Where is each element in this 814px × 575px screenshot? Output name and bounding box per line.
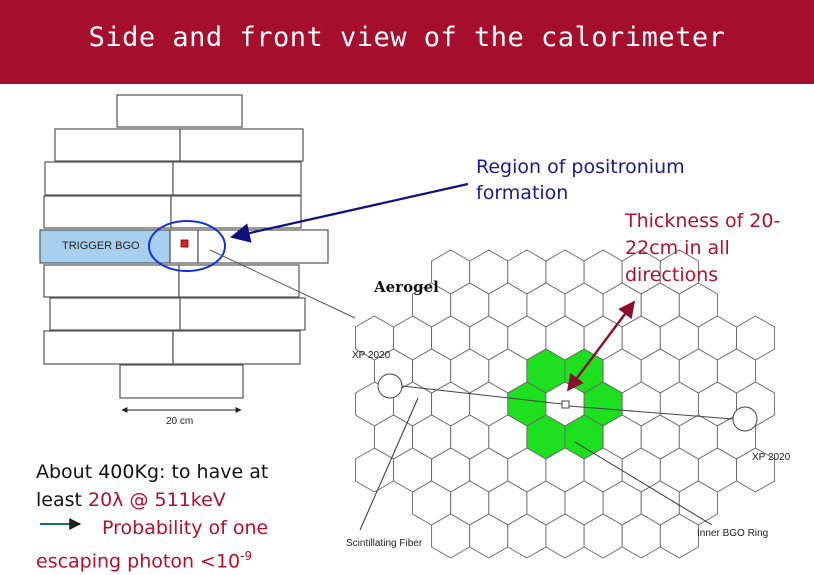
trigger-bgo-label: TRIGGER BGO <box>62 240 140 252</box>
aerogel-label: Aerogel <box>374 278 439 296</box>
thickness-annotation: Thickness of 20- 22cm in all directions <box>625 208 780 289</box>
fiber-line-right <box>568 405 734 420</box>
side-block <box>44 161 174 196</box>
thickness-line-3: directions <box>625 264 719 286</box>
least-prefix: least <box>36 489 88 511</box>
dimension-label: 20 cm <box>166 416 194 427</box>
positronium-region-circle <box>148 220 226 272</box>
projection-line <box>209 249 356 319</box>
fiber-pointer <box>359 397 419 531</box>
side-block <box>116 94 243 128</box>
notes: About 400Kg: to have at least 20λ @ 511k… <box>36 458 268 575</box>
mass-line: About 400Kg: to have at <box>36 461 269 483</box>
side-block <box>119 364 244 399</box>
inner-ring-pointer <box>574 441 713 526</box>
fiber-line-left <box>401 385 563 405</box>
side-block <box>172 161 302 196</box>
pmt-left-label: XP 2020 <box>352 350 391 361</box>
scintillator-hexagon <box>736 447 776 493</box>
fiber-label: Scintillating Fiber <box>346 538 423 549</box>
side-block <box>43 264 180 298</box>
side-block <box>49 297 181 331</box>
positronium-arrow <box>230 182 469 243</box>
probability-line: Probability of one <box>36 514 268 542</box>
escape-exponent: -9 <box>240 549 253 563</box>
side-block <box>43 330 174 365</box>
source-marker-front <box>561 400 570 409</box>
escape-text: escaping photon <10 <box>36 550 241 573</box>
source-marker <box>180 239 189 248</box>
pmt-left <box>377 373 403 399</box>
front-view-hexagons <box>354 249 776 559</box>
thickness-line-2: 22cm in all <box>625 237 730 259</box>
positronium-line-1: Region of positronium <box>476 156 685 178</box>
side-block <box>179 128 304 162</box>
side-block <box>43 195 172 229</box>
pmt-right <box>732 406 758 432</box>
thickness-line-1: Thickness of 20- <box>625 210 781 232</box>
side-block <box>179 297 306 331</box>
title-bar <box>0 0 814 84</box>
inner-ring-label: Inner BGO Ring <box>697 528 769 539</box>
least-value: 20λ @ 511keV <box>88 489 226 511</box>
side-block <box>54 128 181 162</box>
side-block <box>172 330 301 365</box>
escape-line: escaping photon <10-9 <box>36 542 268 575</box>
pmt-right-label: XP 2020 <box>752 452 791 463</box>
positronium-line-2: formation <box>476 182 569 204</box>
probability-text: Probability of one <box>102 517 269 539</box>
side-block <box>197 229 329 264</box>
positronium-annotation: Region of positronium formation <box>476 154 685 206</box>
thickness-arrow <box>566 300 636 392</box>
scintillator-hexagon <box>659 513 699 559</box>
side-block <box>170 195 302 229</box>
least-line: least 20λ @ 511keV <box>36 486 268 514</box>
slide-title: Side and front view of the calorimeter <box>88 22 726 53</box>
